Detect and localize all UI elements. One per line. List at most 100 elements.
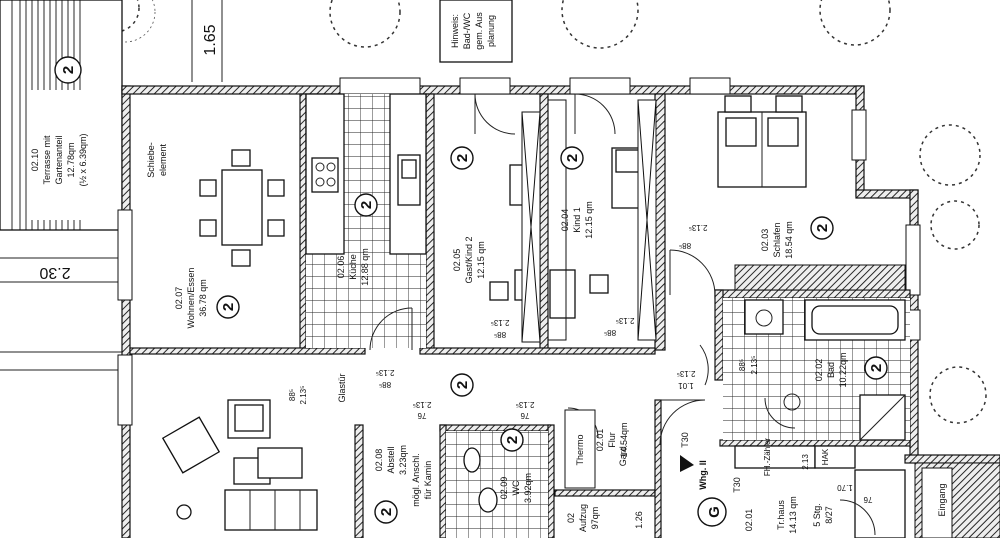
svg-text:12.15 qm: 12.15 qm	[476, 241, 486, 279]
svg-text:1.65: 1.65	[202, 24, 219, 55]
svg-text:mögl. Anschl.: mögl. Anschl.	[411, 453, 421, 507]
svg-text:planung: planung	[486, 15, 496, 47]
svg-text:für Kamin: für Kamin	[423, 461, 433, 500]
svg-text:WC: WC	[511, 480, 521, 495]
wc-tiles	[446, 431, 548, 538]
room-label-abstell: 02.08 Abstell 3.23qm	[374, 445, 408, 475]
svg-text:2.13⁵: 2.13⁵	[616, 316, 635, 325]
stair-steps-label: 5 Stg. 8/27	[812, 503, 834, 527]
room-label-bad: 02.02 Bad 10.22qm	[814, 352, 848, 387]
stair-number: 02.01	[744, 509, 754, 532]
dining-table	[199, 149, 285, 267]
svg-text:2: 2	[454, 381, 471, 389]
treppenhaus-label: Tr.haus 14.13 qm	[776, 496, 798, 534]
room-label-wohnen: 02.07 Wohnen/Essen 36.78 qm	[174, 268, 208, 329]
svg-text:02.04: 02.04	[560, 209, 570, 232]
svg-text:2.30: 2.30	[39, 264, 70, 281]
gast-furniture	[489, 111, 541, 343]
svg-text:8/27: 8/27	[824, 506, 834, 524]
svg-text:5 Stg.: 5 Stg.	[812, 503, 822, 527]
kitchen-counter	[305, 93, 427, 255]
svg-text:G: G	[706, 506, 723, 518]
svg-text:Terrasse mit: Terrasse mit	[42, 135, 52, 185]
zaehler-label: FH.-Zähler	[763, 438, 772, 477]
svg-text:2: 2	[454, 154, 471, 162]
svg-text:Tr.haus: Tr.haus	[776, 500, 786, 530]
svg-text:88⁵: 88⁵	[679, 241, 691, 250]
room-label-gast: 02.05 Gast/Kind 2 12.15 qm	[452, 236, 486, 283]
svg-text:2.13⁵: 2.13⁵	[299, 386, 308, 405]
dim-1-26: 1.26	[634, 511, 644, 529]
terrace-label: 02.10 Terrasse mit Gartenanteil 12.78qm …	[30, 133, 88, 186]
living-furniture	[161, 399, 318, 531]
svg-text:2: 2	[378, 508, 395, 516]
bed	[717, 95, 906, 291]
svg-text:2: 2	[814, 224, 831, 232]
svg-text:88⁵: 88⁵	[738, 359, 747, 371]
svg-text:Schiebe-: Schiebe-	[146, 142, 156, 178]
svg-text:2.13⁵: 2.13⁵	[750, 356, 759, 375]
svg-text:Schlafen: Schlafen	[772, 222, 782, 257]
svg-text:Aufzug: Aufzug	[578, 504, 588, 532]
svg-text:(½ x 6.39qm): (½ x 6.39qm)	[78, 133, 88, 186]
svg-text:02.05: 02.05	[452, 249, 462, 272]
svg-text:Flur: Flur	[607, 432, 617, 448]
svg-text:88⁵: 88⁵	[288, 389, 297, 401]
svg-text:10.22qm: 10.22qm	[838, 352, 848, 387]
svg-text:02.03: 02.03	[760, 229, 770, 252]
svg-text:12.78qm: 12.78qm	[66, 142, 76, 177]
room-label-schlafen: 02.03 Schlafen 18.54 qm	[760, 221, 794, 259]
door-dims: 88⁵ 2.13⁵ 88⁵ 2.13⁵ 88⁵ 2.13⁵ 88⁵ 2.13⁵ …	[288, 223, 872, 504]
bath-fixtures	[744, 299, 906, 441]
kind1-furniture	[547, 99, 657, 341]
svg-text:element: element	[158, 143, 168, 176]
svg-text:88⁵: 88⁵	[379, 380, 391, 389]
svg-text:02: 02	[566, 513, 576, 523]
eingang-label: Eingang	[937, 483, 947, 516]
svg-text:12.88 qm: 12.88 qm	[360, 248, 370, 286]
svg-text:36.78 qm: 36.78 qm	[198, 279, 208, 317]
stair-area	[734, 445, 1000, 538]
svg-text:2: 2	[60, 66, 77, 74]
svg-text:gem. Aus: gem. Aus	[474, 12, 484, 50]
svg-text:2: 2	[868, 364, 885, 372]
svg-text:18.54 qm: 18.54 qm	[784, 221, 794, 259]
svg-text:Wohnen/Essen: Wohnen/Essen	[186, 268, 196, 329]
thermo-box	[564, 409, 596, 489]
room-label-kueche: 02.06 Küche 12.88 qm	[336, 248, 370, 286]
svg-text:02.01: 02.01	[595, 429, 605, 452]
svg-text:Hinweis:: Hinweis:	[450, 14, 460, 48]
svg-text:76: 76	[417, 411, 426, 420]
svg-text:76: 76	[520, 411, 529, 420]
dimension-left: 2.30	[0, 257, 122, 371]
room-circles	[216, 146, 888, 527]
terrace-circle: 2	[54, 56, 82, 84]
room-label-wc: 02.09 WC 3.92qm	[499, 473, 533, 503]
dimension-top: 1.65	[191, 0, 223, 82]
gard-label: Gard.	[618, 444, 628, 467]
svg-text:14.54qm: 14.54qm	[619, 422, 629, 457]
svg-text:Abstell: Abstell	[386, 446, 396, 473]
svg-text:88⁵: 88⁵	[494, 330, 506, 339]
svg-text:3.92qm: 3.92qm	[523, 473, 533, 503]
svg-text:Gast/Kind 2: Gast/Kind 2	[464, 236, 474, 283]
svg-text:Küche: Küche	[348, 254, 358, 280]
svg-text:2.13⁵: 2.13⁵	[516, 400, 535, 409]
hak-label: HAK	[821, 448, 830, 465]
svg-text:2.13⁵: 2.13⁵	[491, 318, 510, 327]
dim-1-70: 1.70	[837, 483, 853, 492]
arrow-icon	[680, 455, 694, 472]
svg-text:97qm: 97qm	[590, 507, 600, 530]
svg-text:14.13 qm: 14.13 qm	[788, 496, 798, 534]
svg-text:88⁵: 88⁵	[604, 328, 616, 337]
terrace-area	[0, 0, 123, 231]
kamin-label: mögl. Anschl. für Kamin	[411, 453, 433, 507]
room-circle-numbers: 2 2 2 2 2 2 2 2 2 G	[220, 154, 885, 518]
svg-text:02.07: 02.07	[174, 287, 184, 310]
svg-text:2: 2	[220, 303, 237, 311]
thermo-label: Thermo	[575, 434, 585, 465]
svg-text:2.13⁵: 2.13⁵	[677, 369, 696, 378]
svg-text:12.15 qm: 12.15 qm	[584, 201, 594, 239]
hinweis-box: Hinweis: Bad-/WC gem. Aus planung	[439, 0, 513, 63]
aufzug-label: 02 Aufzug 97qm	[566, 504, 600, 532]
